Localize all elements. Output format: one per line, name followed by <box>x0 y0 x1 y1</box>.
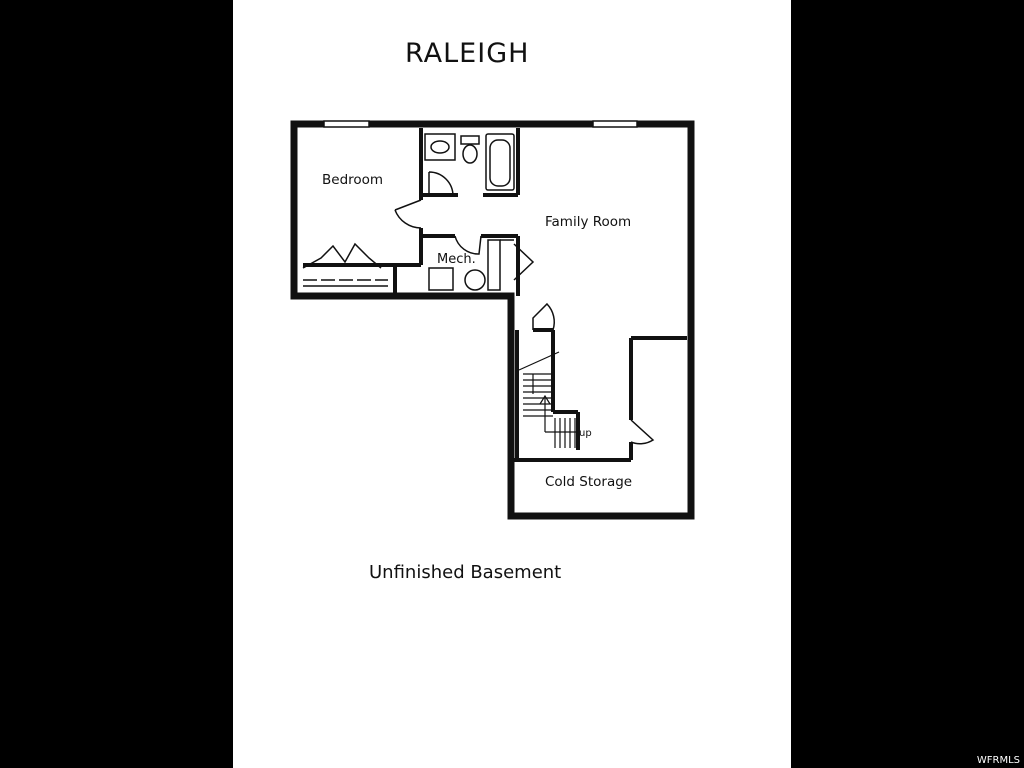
mechanical-equipment <box>428 267 486 291</box>
exterior-walls <box>290 120 695 520</box>
water-heater-icon <box>464 269 486 291</box>
doors <box>394 171 655 445</box>
room-label-family-room: Family Room <box>545 214 632 230</box>
room-label-bedroom: Bedroom <box>322 172 384 188</box>
plan-title: RALEIGH <box>405 38 530 69</box>
toilet-tank <box>460 135 480 145</box>
linen-closet-shelf <box>487 239 501 291</box>
windows <box>323 120 638 128</box>
stair-arrow <box>539 394 551 432</box>
furnace-icon <box>428 267 454 291</box>
bath-door <box>428 171 454 197</box>
bedroom-closet <box>302 242 388 287</box>
exterior-wall-main <box>290 120 695 520</box>
linen-closet <box>487 239 535 291</box>
linen-closet-door-swing <box>513 243 535 281</box>
room-label-mechanical: Mech. <box>437 252 476 267</box>
bathtub-basin <box>489 139 511 187</box>
mech-door <box>454 235 482 255</box>
stair-direction-label: up <box>579 428 592 439</box>
stair-door <box>532 302 556 331</box>
vanity <box>424 133 456 161</box>
floor-plan-drawing <box>290 120 695 520</box>
toilet-icon <box>462 144 478 164</box>
stairs <box>518 351 578 448</box>
window-bedroom <box>323 120 370 128</box>
bathtub-icon <box>485 133 515 191</box>
room-label-cold-storage: Cold Storage <box>545 474 633 490</box>
watermark-text: WFRMLS <box>976 755 1020 766</box>
stair-break-line <box>518 351 560 371</box>
bedroom-door <box>394 199 422 229</box>
interior-walls <box>303 128 687 462</box>
floor-plan-sheet: RALEIGH Bedroom Family Room Mech. Cold S… <box>233 0 791 768</box>
closet-bifold-doors <box>302 242 382 269</box>
closet-door <box>630 419 655 445</box>
window-family-room <box>592 120 638 128</box>
bath-fixtures <box>424 133 515 191</box>
plan-caption: Unfinished Basement <box>369 562 562 583</box>
sink-icon <box>430 140 450 154</box>
